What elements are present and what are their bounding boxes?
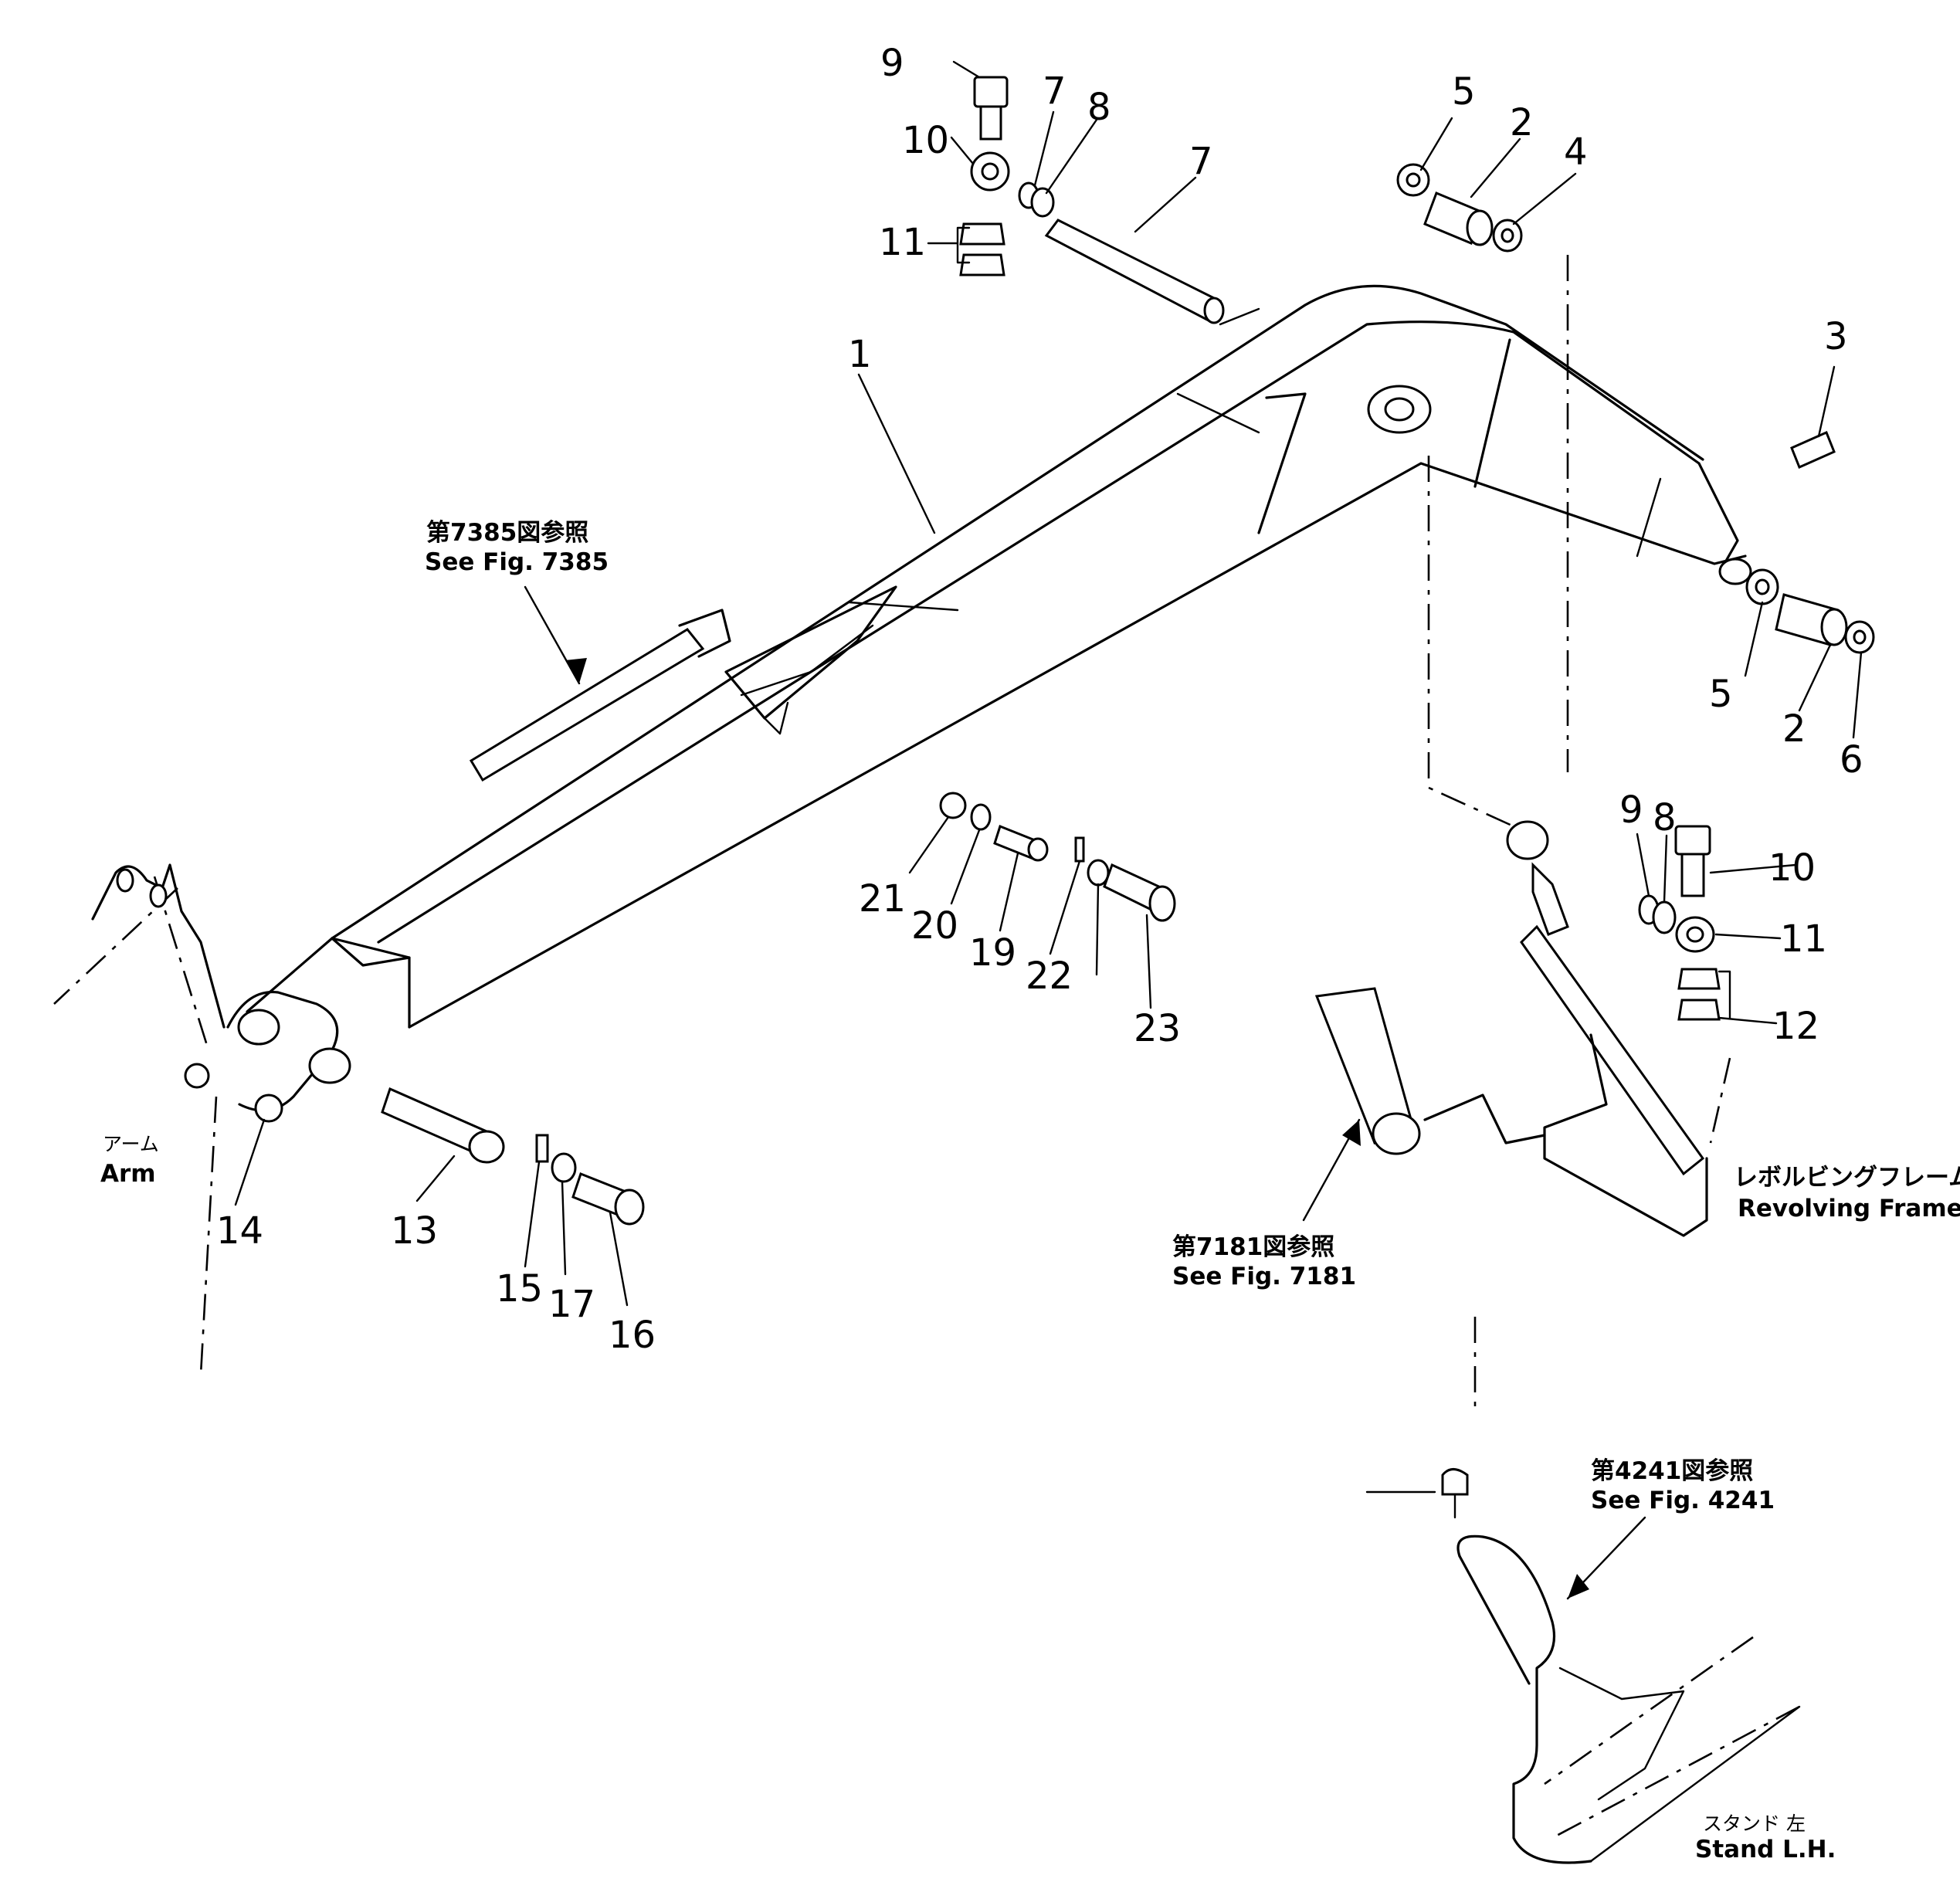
stand-label-jp: スタンド 左 — [1703, 1812, 1806, 1835]
frame-label-jp: レボルビングフレーム — [1734, 1164, 1960, 1192]
part-7-8-washers-top — [1018, 181, 1055, 218]
frame-label-en: Revolving Frame — [1738, 1195, 1960, 1222]
callout-2-bottom: 2 — [1782, 707, 1806, 751]
callout-5-top: 5 — [1452, 70, 1476, 114]
arm-label-jp: アーム — [103, 1133, 159, 1155]
part-17-pin-small — [993, 825, 1049, 862]
callout-2-top: 2 — [1510, 101, 1534, 144]
part-5-seal-top — [1396, 163, 1430, 197]
lift-cylinder — [1506, 820, 1708, 1237]
boom-body — [226, 284, 1752, 1112]
callout-5-bottom: 6 — [1840, 738, 1863, 782]
callout-17: 19 — [969, 931, 1016, 975]
part-23-cap — [1441, 1468, 1469, 1519]
part-14-plate — [535, 1134, 549, 1163]
cylinder-ref-7385 — [469, 609, 731, 782]
ref-7181-en: See Fig. 7181 — [1172, 1263, 1356, 1290]
part-11-nuts-top — [959, 222, 1005, 276]
ref-7385-en: See Fig. 7385 — [425, 548, 609, 576]
callout-16: 17 — [548, 1283, 595, 1326]
part-9-washer-top — [970, 151, 1010, 192]
part-3-grease-fitting — [1790, 430, 1836, 470]
callout-14: 15 — [496, 1267, 543, 1311]
ref-7385-jp: 第7385図参照 — [426, 519, 588, 547]
cylinder-ref-7181 — [1314, 987, 1546, 1155]
part-16-washer — [551, 1152, 577, 1183]
part-10-bolt-right — [1674, 825, 1711, 897]
callout-7-top: 7 — [1043, 70, 1066, 113]
part-2-bushing-bottom — [1775, 593, 1848, 646]
part-5-seal-bottom — [1844, 620, 1875, 654]
part-9-washer-right — [1675, 916, 1715, 953]
part-15-bolt — [571, 1172, 645, 1226]
part-12-pin — [381, 1087, 505, 1164]
callout-8-top: 8 — [1087, 86, 1111, 129]
part-11-nuts-right — [1677, 968, 1721, 1021]
arm-label-en: Arm — [100, 1160, 156, 1188]
callout-9-right: 11 — [1780, 917, 1827, 961]
stand-label-en: Stand L.H. — [1695, 1836, 1836, 1863]
callout-12: 13 — [391, 1209, 438, 1253]
callout-11-top: 11 — [879, 221, 926, 264]
callout-19: 21 — [859, 877, 906, 921]
callout-18: 20 — [911, 904, 958, 948]
callout-1: 1 — [848, 333, 872, 376]
part-19-18-washers — [939, 792, 992, 831]
callout-8-right: 9 — [1619, 788, 1643, 832]
part-2-bushing-top — [1423, 192, 1494, 246]
part-20-plate — [1074, 836, 1085, 863]
ref-4241-en: See Fig. 4241 — [1591, 1487, 1775, 1514]
part-8-7-washers-right — [1638, 894, 1677, 934]
centre-lines — [53, 255, 1800, 1840]
part-4-seal-top — [1492, 219, 1523, 253]
ref-4241-jp: 第4241図参照 — [1591, 1457, 1753, 1485]
callout-9-top: 10 — [902, 119, 949, 162]
callout-numbers: 9 10 7 8 7 11 1 5 2 4 3 5 2 6 9 8 10 11 … — [216, 42, 1863, 1357]
callout-15: 16 — [609, 1314, 656, 1357]
callout-10-right: 10 — [1768, 846, 1816, 890]
callout-10-top: 9 — [880, 42, 904, 85]
callout-3: 3 — [1824, 315, 1848, 358]
part-10-bolt-top — [973, 76, 1009, 141]
stand-lh — [1456, 1534, 1801, 1864]
callout-4-bottom: 5 — [1709, 673, 1733, 716]
callout-20: 22 — [1026, 955, 1073, 998]
reference-labels: 第7385図参照 See Fig. 7385 第7181図参照 See Fig.… — [100, 519, 1960, 1863]
part-4-seal-bottom — [1745, 568, 1779, 605]
callout-7-right: 8 — [1653, 796, 1677, 839]
part-21-bolt — [1103, 863, 1176, 922]
reference-arrows — [524, 585, 1646, 1600]
callout-13: 14 — [216, 1209, 263, 1253]
part-13-washer — [184, 1063, 283, 1123]
part-6-pin — [1044, 219, 1225, 324]
ref-7181-jp: 第7181図参照 — [1172, 1233, 1334, 1261]
leader-lines — [234, 60, 1863, 1494]
callout-4-top: 4 — [1564, 131, 1588, 174]
arm-stub — [91, 863, 226, 1029]
callout-6: 7 — [1189, 140, 1213, 183]
callout-21: 23 — [1134, 1007, 1181, 1050]
callout-11-right: 12 — [1772, 1005, 1819, 1048]
